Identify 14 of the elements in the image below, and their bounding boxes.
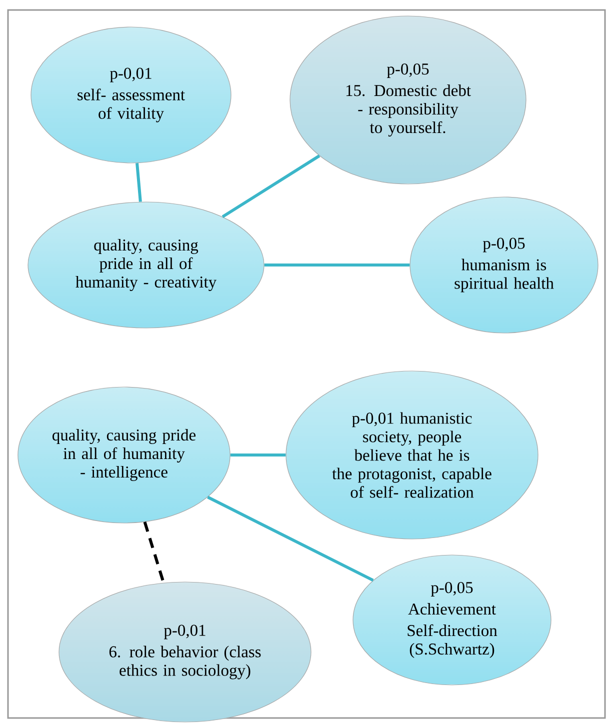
ellipse-node: p-0,01 humanistic society, people believe that he is the protagonist, capable of self- realization	[286, 370, 538, 540]
ellipse-node: quality, causing pride in all of humanity - creativity	[28, 202, 264, 328]
ellipse-node: quality, causing pride in all of humanity - intelligence	[18, 386, 230, 524]
ellipse-node: p-0,01 self- assessment of vitality	[30, 26, 232, 164]
ellipse-node: p-0,05 humanism is spiritual health	[410, 196, 598, 334]
connector-line	[264, 264, 410, 266]
ellipse-node: p-0,05 15. Domestic debt - responsibility to yourself.	[290, 16, 526, 184]
ellipse-node: p-0,05 Achievement Self-direction (S.Schwartz)	[352, 554, 552, 686]
connector-line	[143, 522, 165, 584]
ellipse-node: p-0,01 6. role behavior (class ethics in sociology)	[58, 582, 312, 722]
connector-line	[136, 163, 142, 202]
connector-line	[222, 154, 320, 218]
connector-line	[230, 454, 286, 456]
connector-line	[207, 496, 374, 582]
